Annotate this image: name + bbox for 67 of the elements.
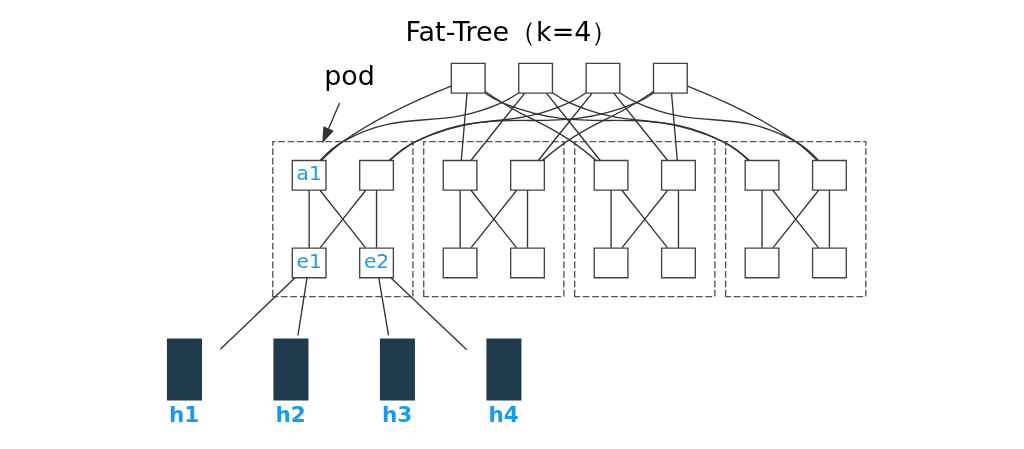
connector: [378, 277, 390, 337]
node-label: h1: [168, 401, 200, 427]
node-box: [442, 159, 478, 191]
connector: [470, 189, 518, 249]
connector: [613, 92, 669, 162]
node-box: [359, 159, 395, 191]
connector: [761, 189, 763, 249]
connector: [526, 189, 529, 249]
node-box: [442, 247, 478, 279]
node-box: [660, 159, 696, 191]
node-box: [811, 159, 847, 191]
connector: [552, 92, 750, 161]
connector: [297, 277, 308, 337]
connector: [308, 189, 310, 249]
cluster: [724, 140, 867, 298]
connector: [545, 92, 601, 162]
diagram-title: Fat-Tree（k=4）: [405, 15, 619, 47]
node-box: [379, 338, 415, 401]
node-box: [518, 62, 554, 94]
connector: [459, 189, 461, 249]
node-box: [744, 247, 780, 279]
connector: [610, 189, 612, 249]
connector: [828, 189, 831, 249]
connector: [320, 85, 452, 162]
cluster: [423, 140, 565, 298]
connector: [670, 92, 678, 162]
connector: [470, 92, 526, 162]
node-box: [652, 62, 688, 94]
connector: [389, 92, 587, 161]
node-box: [166, 338, 202, 401]
node-box: [509, 159, 546, 191]
node-box: [509, 247, 546, 279]
connector: [619, 92, 819, 161]
node-box: [273, 338, 309, 401]
connector: [686, 85, 818, 162]
connector: [388, 92, 654, 162]
connector: [460, 92, 468, 162]
node-box: [593, 159, 629, 191]
connector: [484, 92, 750, 162]
connector: [772, 189, 820, 249]
connector: [541, 90, 655, 162]
cluster: [272, 140, 414, 298]
node-box: [811, 247, 847, 279]
node-box: [486, 338, 522, 401]
connector: [484, 90, 597, 162]
node-text: pod: [324, 59, 375, 91]
node-box: [660, 247, 696, 279]
node-label: h3: [381, 401, 413, 427]
node-box: [744, 159, 780, 191]
node-box: [585, 62, 621, 94]
connector: [677, 189, 680, 249]
connector: [537, 92, 593, 162]
node-label: h2: [275, 401, 306, 427]
node-box: e2: [359, 247, 395, 279]
node-box: e1: [291, 247, 327, 279]
cluster: [574, 140, 716, 298]
connector: [319, 92, 520, 161]
connector: [219, 277, 296, 350]
node-label: h4: [488, 401, 519, 427]
node-box: [593, 247, 629, 279]
arrow: [322, 102, 341, 144]
connector: [390, 277, 468, 351]
connector: [319, 189, 367, 249]
node-box: [450, 62, 486, 94]
connector: [621, 189, 669, 249]
connector: [375, 189, 378, 249]
node-box: a1: [291, 159, 327, 191]
